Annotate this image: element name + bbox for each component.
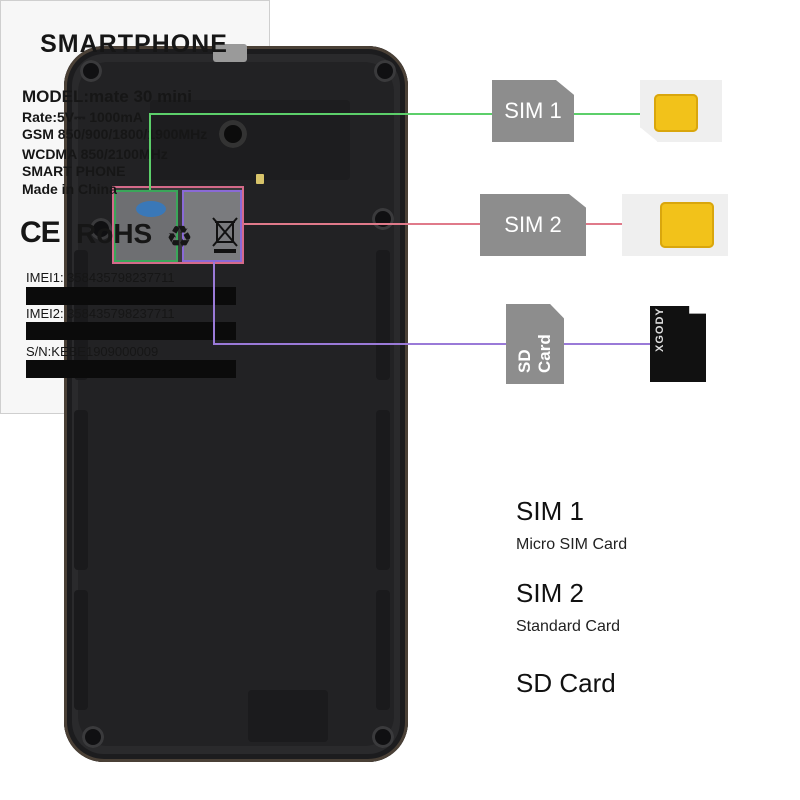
sd-slot-marker: [136, 201, 166, 217]
label-made-in: Made in China: [22, 181, 117, 197]
label-wcdma: WCDMA 850/2100MHz: [22, 146, 168, 162]
label-smart-phone: SMART PHONE: [22, 163, 126, 179]
barcode-bar: [26, 360, 236, 378]
sim2-badge: SIM 2: [480, 194, 586, 256]
barcode-bar: [26, 322, 236, 340]
side-rail: [74, 410, 88, 570]
side-rail: [376, 410, 390, 570]
screw-hole: [90, 218, 112, 240]
speaker-block: [248, 690, 328, 742]
legend-sim2-desc: Standard Card: [516, 618, 621, 635]
ce-mark: CE: [20, 216, 61, 249]
side-rail: [376, 250, 390, 380]
barcode-bar: [26, 287, 236, 305]
serial-number-text: S/N:KEBE1909000009: [26, 344, 159, 359]
imei1-text: IMEI1: 358435798237711: [26, 270, 175, 285]
sd-callout-line: [213, 262, 506, 345]
recycle-icon: ♻: [166, 221, 193, 254]
side-rail: [74, 590, 88, 710]
camera-icon: [219, 120, 247, 148]
micro-sd-card: XGODY: [650, 306, 706, 382]
screw-hole: [82, 726, 104, 748]
rohs-mark: RoHS: [76, 218, 153, 249]
sim-chip-icon: [660, 202, 714, 248]
legend-sim1-desc: Micro SIM Card: [516, 536, 628, 553]
screw-hole: [80, 60, 102, 82]
legend-sd-title: SD Card: [516, 668, 616, 698]
sd-badge-label: SD Card: [515, 334, 554, 373]
legend-sim1-title: SIM 1: [516, 496, 584, 526]
side-rail: [376, 590, 390, 710]
screw-hole: [374, 60, 396, 82]
micro-sim-card: [640, 80, 722, 142]
label-gsm: GSM 850/900/1800/1900MHz: [22, 126, 208, 142]
imei2-text: IMEI2: 358435798237711: [26, 306, 175, 321]
sim-chip-icon: [654, 94, 698, 132]
sd-badge: SD Card: [506, 304, 564, 384]
sd-card-brand: XGODY: [654, 307, 666, 352]
label-rate: Rate:5V⎓ 1000mA: [22, 109, 143, 125]
standard-sim-card: [622, 194, 728, 256]
legend-sim2-title: SIM 2: [516, 578, 584, 608]
sim1-callout-line: [149, 113, 492, 190]
label-title: SMARTPHONE: [40, 30, 228, 58]
label-model: MODEL:mate 30 mini: [22, 87, 193, 106]
crossed-bin-icon: [212, 217, 238, 253]
screw-hole: [372, 726, 394, 748]
side-rail: [74, 250, 88, 380]
usb-port: [213, 44, 247, 62]
flash-led: [256, 174, 264, 184]
sim1-badge: SIM 1: [492, 80, 574, 142]
